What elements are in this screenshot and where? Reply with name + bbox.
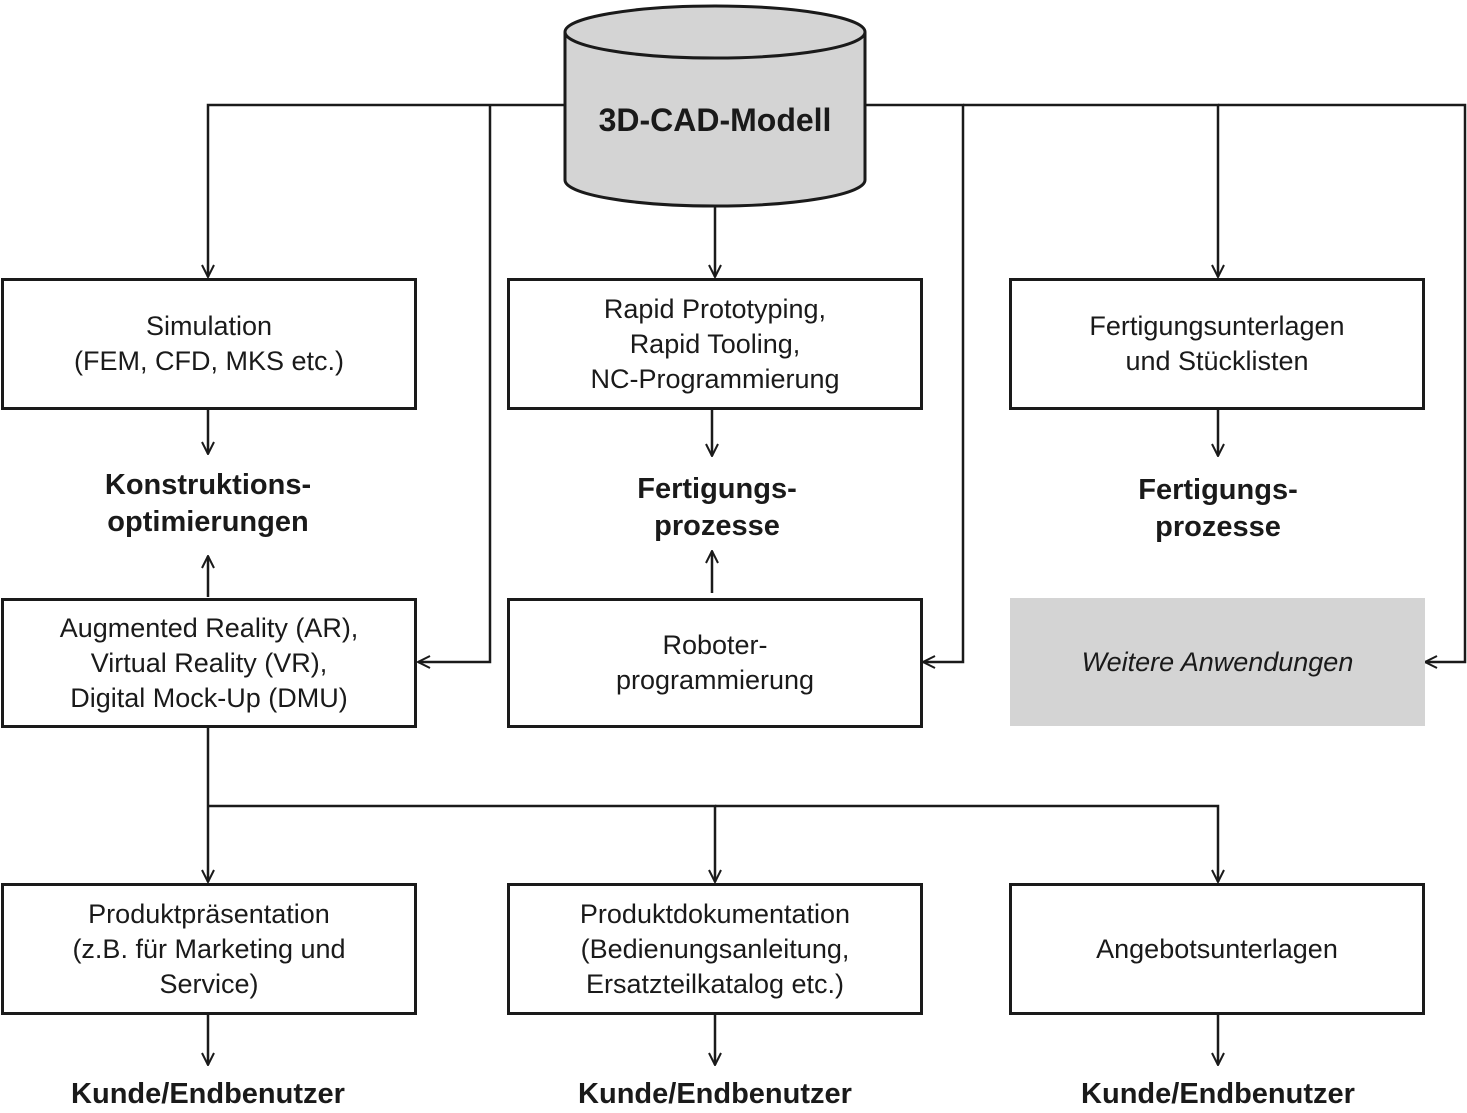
roboter-box: Roboter- programmierung [507, 598, 923, 728]
connector-to-weitere [1218, 103, 1467, 662]
rapid-line-2: Rapid Tooling, [629, 328, 801, 359]
fertigung-result-1: Fertigungs- prozesse [517, 471, 917, 545]
ar-vr-box: Augmented Reality (AR), Virtual Reality … [1, 598, 417, 728]
connector-to-simulation [208, 103, 565, 277]
connector-to-ar-vr [418, 105, 492, 662]
ar-vr-line-3: Digital Mock-Up (DMU) [70, 682, 348, 713]
produktdokumentation-line-1: Produktdokumentation [579, 898, 851, 929]
connector-to-angebot [715, 804, 1218, 882]
kunde-result-3: Kunde/Endbenutzer [1081, 1078, 1355, 1110]
simulation-line-1: Simulation [145, 311, 273, 341]
fertigungsunterlagen-line-2: und Stücklisten [1125, 346, 1309, 376]
fertigungsunterlagen-line-1: Fertigungsunterlagen [1089, 311, 1345, 341]
produktdokumentation-line-2: (Bedienungsanleitung, [580, 933, 850, 964]
fertigung-2-line-2: prozesse [1155, 511, 1281, 543]
angebot-box: Angebotsunterlagen [1009, 883, 1425, 1015]
simulation-box: Simulation (FEM, CFD, MKS etc.) [1, 278, 417, 410]
produktpraesentation-line-1: Produktpräsentation [88, 898, 330, 929]
konstruktion-line-1: Konstruktions- [104, 469, 312, 501]
source-title: 3D-CAD-Modell [598, 102, 832, 138]
roboter-line-1: Roboter- [662, 630, 768, 660]
connector-to-fertigungsunterlagen [963, 103, 1218, 277]
simulation-line-2: (FEM, CFD, MKS etc.) [74, 346, 344, 376]
konstruktion-line-2: optimierungen [107, 506, 309, 538]
rapid-line-1: Rapid Prototyping, [603, 293, 827, 324]
ar-vr-line-2: Virtual Reality (VR), [90, 647, 328, 678]
produktpraesentation-line-3: Service) [159, 968, 259, 999]
konstruktion-result: Konstruktions- optimierungen [8, 467, 408, 541]
roboter-line-2: programmierung [615, 665, 815, 695]
fertigungsunterlagen-box: Fertigungsunterlagen und Stücklisten [1009, 278, 1425, 410]
produktpraesentation-box: Produktpräsentation (z.B. für Marketing … [1, 883, 417, 1015]
database-cylinder-icon [563, 4, 867, 208]
produktpraesentation-line-2: (z.B. für Marketing und [72, 933, 346, 964]
fertigung-2-line-1: Fertigungs- [1138, 474, 1298, 506]
weitere-line-1: Weitere Anwendungen [1081, 646, 1354, 677]
kunde-result-2: Kunde/Endbenutzer [578, 1078, 852, 1110]
connector-to-dokumentation [208, 804, 715, 882]
connector-to-roboter [865, 103, 965, 662]
rapid-box: Rapid Prototyping, Rapid Tooling, NC-Pro… [507, 278, 923, 410]
angebot-line-1: Angebotsunterlagen [1096, 933, 1338, 964]
fertigung-1-line-1: Fertigungs- [637, 473, 797, 505]
fertigung-1-line-2: prozesse [654, 510, 780, 542]
fertigung-result-2: Fertigungs- prozesse [1018, 472, 1418, 546]
ar-vr-line-1: Augmented Reality (AR), [59, 612, 359, 643]
produktdokumentation-line-3: Ersatzteilkatalog etc.) [585, 968, 845, 999]
produktdokumentation-box: Produktdokumentation (Bedienungsanleitun… [507, 883, 923, 1015]
rapid-line-3: NC-Programmierung [590, 363, 840, 394]
weitere-box: Weitere Anwendungen [1010, 598, 1425, 726]
kunde-result-1: Kunde/Endbenutzer [71, 1078, 345, 1110]
